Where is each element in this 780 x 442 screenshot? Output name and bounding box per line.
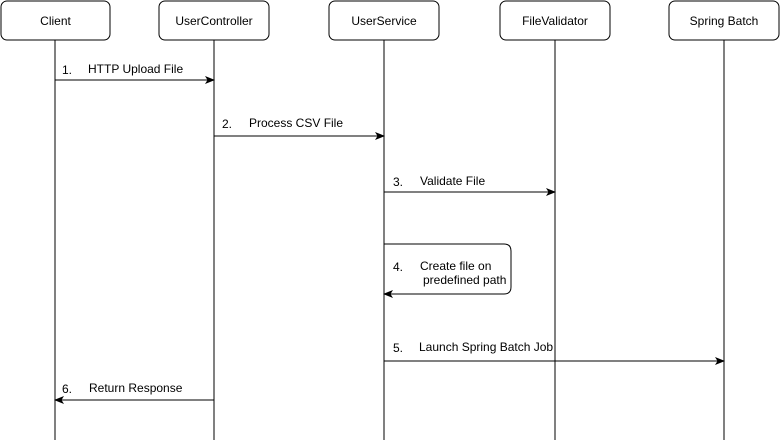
- participant-box: [328, 0, 440, 41]
- message-number: 2.: [222, 117, 232, 131]
- lifelines: [54, 40, 725, 440]
- message-label: Return Response: [89, 381, 183, 395]
- participant-box: [668, 0, 780, 41]
- message-arrow: [383, 243, 512, 298]
- participant-usercontroller[interactable]: UserController: [158, 0, 270, 41]
- message-label-line2: predefined path: [423, 273, 506, 287]
- message-6[interactable]: 6. Return Response: [54, 381, 214, 404]
- participant-label: FileValidator: [522, 14, 588, 28]
- message-1[interactable]: 1. HTTP Upload File: [55, 62, 215, 84]
- participant-filevalidator[interactable]: FileValidator: [499, 0, 611, 41]
- message-label: HTTP Upload File: [88, 62, 183, 76]
- participant-label: Spring Batch: [690, 14, 759, 28]
- participant-label: UserService: [351, 14, 417, 28]
- participant-label: UserController: [175, 14, 252, 28]
- participant-box: [0, 0, 111, 41]
- message-label: Launch Spring Batch Job: [419, 340, 553, 354]
- message-number: 6.: [62, 382, 72, 396]
- message-2[interactable]: 2. Process CSV File: [214, 116, 385, 140]
- message-number: 5.: [393, 341, 403, 355]
- message-label: Create file on: [420, 259, 491, 273]
- participant-springbatch[interactable]: Spring Batch: [668, 0, 780, 41]
- message-number: 1.: [62, 63, 72, 77]
- message-number: 3.: [393, 175, 403, 189]
- participant-label: Client: [40, 14, 71, 28]
- message-5[interactable]: 5. Launch Spring Batch Job: [384, 340, 725, 365]
- message-label: Validate File: [420, 174, 485, 188]
- participant-box: [499, 0, 611, 41]
- message-label: Process CSV File: [249, 116, 343, 130]
- message-number: 4.: [393, 260, 403, 274]
- message-3[interactable]: 3. Validate File: [384, 174, 556, 196]
- message-4[interactable]: 4. Create file on predefined path: [383, 243, 512, 298]
- participant-userservice[interactable]: UserService: [328, 0, 440, 41]
- participant-box: [158, 0, 270, 41]
- participant-client[interactable]: Client: [0, 0, 111, 41]
